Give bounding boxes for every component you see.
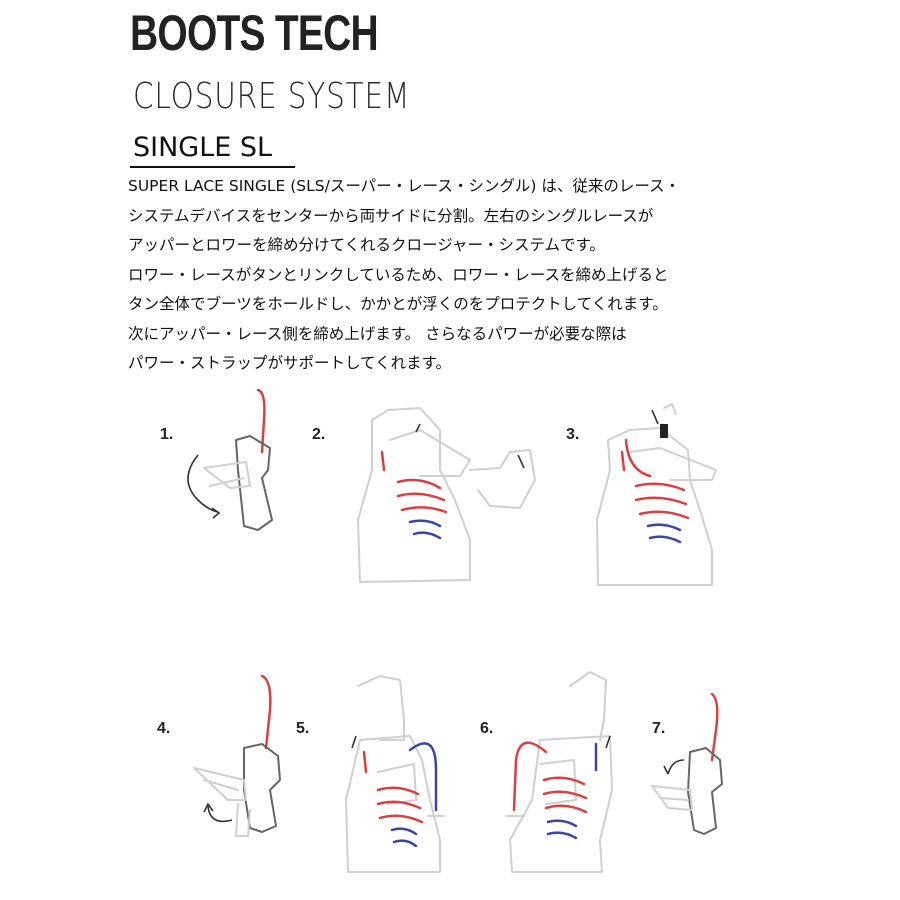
page-title: BOOTS TECH [130,5,379,61]
step-4-lever-illustration [193,674,281,837]
description-line: アッパーとロワーを締め分けてくれるクロージャー・システムです。 [128,236,605,254]
step-2-boot-illustration [357,407,536,583]
description-line: システムデバイスをセンターから両サイドに分割。左右のシングルレースが [128,206,654,225]
section-subtitle: CLOSURE SYSTEM [133,76,411,117]
step-number-1: 1. [160,426,174,443]
description-line: パワー・ストラップがサポートしてくれます。 [128,354,452,372]
step-5-boot-illustration [345,675,445,873]
step-number-5: 5. [296,720,310,737]
description-line: ロワー・レースがタンとリンクしているため、ロワー・レースを締め上げると [128,265,669,284]
model-name: SINGLE SL [133,132,273,163]
description: SUPER LACE SINGLE (SLS/スーパー・レース・シングル) は、… [128,172,848,379]
description-line: 次にアッパー・レース側を締め上げます。 さらなるパワーが必要な際は [128,324,627,343]
step-6-boot-illustration [505,671,613,873]
step-7-lever-illustration [651,692,723,835]
step-number-4: 4. [157,720,171,737]
model-underline [130,166,295,168]
step-3-boot-illustration [596,403,717,586]
step-number-7: 7. [652,720,666,737]
step-1-lever-illustration [187,388,273,531]
description-line: タン全体でブーツをホールドし、かかとが浮くのをプロテクトしてくれます。 [128,295,668,313]
step-number-2: 2. [312,426,326,443]
step-number-6: 6. [480,720,494,737]
step-number-3: 3. [566,426,580,443]
description-line: SUPER LACE SINGLE (SLS/スーパー・レース・シングル) は、… [128,177,681,195]
